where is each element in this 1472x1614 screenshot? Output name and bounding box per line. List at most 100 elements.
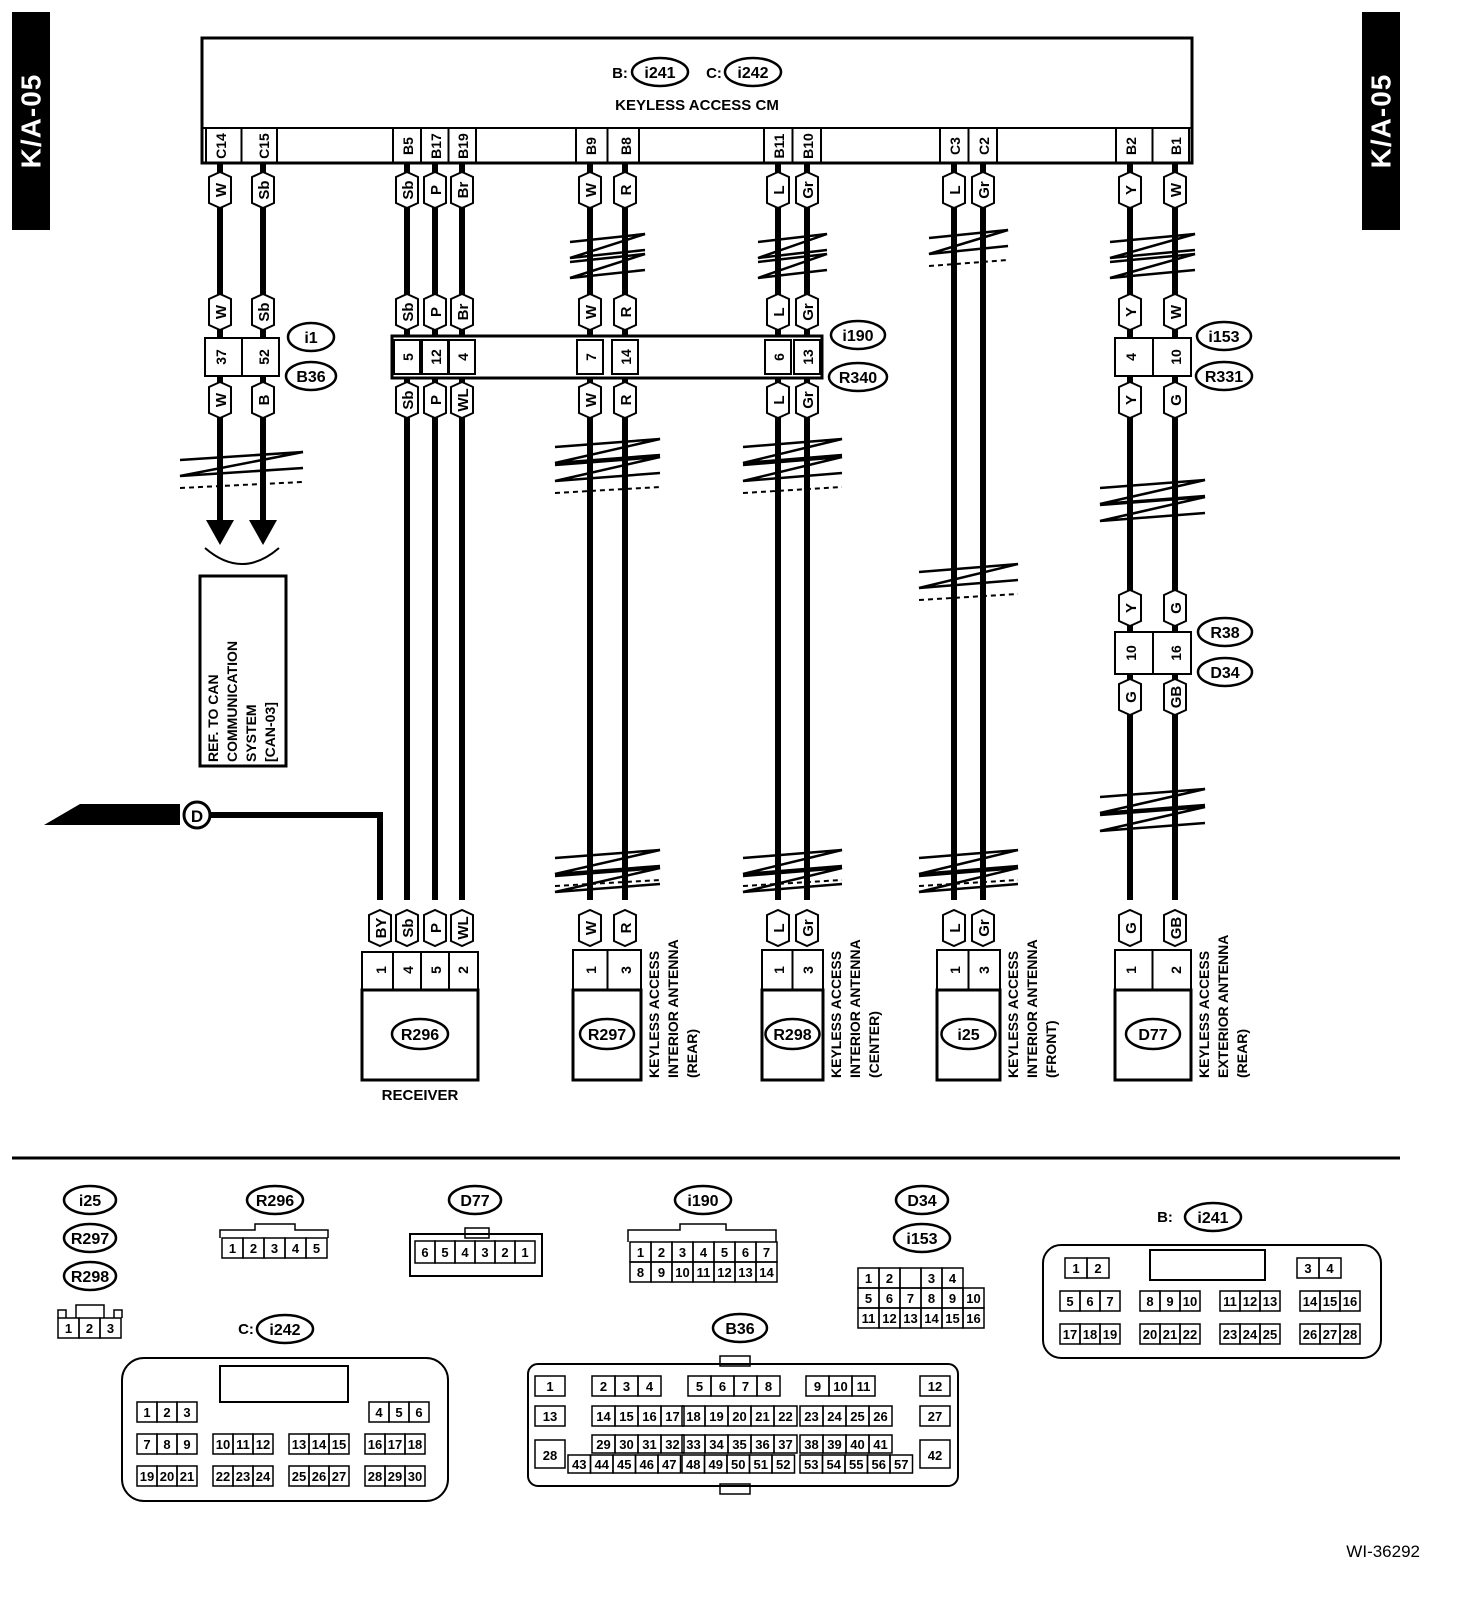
joint-pin-52: 52 [256, 349, 272, 365]
face-D34-r2-pin-5: 5 [865, 1291, 872, 1306]
mid-bot-pill-C14-text: W [213, 392, 230, 407]
joint-label-D34-label: D34 [1210, 665, 1239, 682]
face-i190-r2-cell [755, 1261, 778, 1283]
joint-label-R331 [1194, 360, 1254, 392]
face-i241-r2-pin-5: 5 [1066, 1294, 1073, 1309]
face-small3-pin-1: 1 [65, 1321, 72, 1336]
face-i242-r2-pin-10: 10 [216, 1437, 230, 1452]
cm-conn-c-prefix: C: [706, 65, 722, 82]
face-i241-r2-pin-7: 7 [1106, 1294, 1113, 1309]
face-i242-r3-pin-20: 20 [160, 1469, 174, 1484]
face-i241-r1b-pin-4: 4 [1326, 1261, 1334, 1276]
face-i242-r3-cell [404, 1465, 426, 1487]
mid-top-pill-B11 [766, 292, 790, 332]
face-label-R298-label: R298 [71, 1269, 109, 1286]
face-i242-r3-pin-21: 21 [180, 1469, 194, 1484]
top-pill-C15 [251, 170, 275, 210]
face-i242-r3-pin-26: 26 [312, 1469, 326, 1484]
face-small3-lock [57, 1304, 123, 1318]
face-B36-r1-cell [851, 1375, 876, 1397]
joint-label-D34 [1196, 656, 1254, 688]
face-i241-r2-cell [1339, 1290, 1361, 1312]
cm-conn-c-label: i242 [737, 65, 768, 82]
mid-bot-pill-B5-text: Sb [400, 390, 417, 409]
face-B36-r3b-pin-45: 45 [617, 1457, 631, 1472]
ka03-letter: D [191, 807, 203, 826]
break-top-a-2 [1109, 232, 1196, 260]
joint-i190-cell-B17 [421, 339, 449, 375]
face-i190-r1-pin-7: 7 [763, 1245, 770, 1260]
face-i242-latch [219, 1365, 349, 1403]
face-i241-r2-pin-14: 14 [1303, 1294, 1318, 1309]
face-i241-r1b-pin-3: 3 [1304, 1261, 1311, 1276]
face-B36-r3a-cell [773, 1434, 798, 1454]
face-i242-r1b-pin-4: 4 [375, 1405, 383, 1420]
top-pill-B19 [450, 170, 474, 210]
face-B36-r3a-pin-30: 30 [619, 1437, 633, 1452]
cm-pin-B17: B17 [428, 133, 444, 159]
end-pill-C2 [971, 908, 995, 948]
mid-top-pill-B17-text: P [428, 307, 445, 317]
break-top-b-1 [757, 252, 828, 280]
face-D34-r3-pin-12: 12 [882, 1311, 896, 1326]
face-B36-r3b-pin-48: 48 [686, 1457, 700, 1472]
face-B36-r2-pin-14: 14 [596, 1409, 611, 1424]
face-D34-r2-pin-6: 6 [886, 1291, 893, 1306]
face-i242-r3-pin-24: 24 [256, 1469, 271, 1484]
face-B36-bot-lock [719, 1483, 751, 1495]
cm-pin-B11: B11 [771, 133, 787, 158]
joint-label-i1 [286, 321, 336, 353]
face-B36-r2-pin-27: 27 [928, 1409, 942, 1424]
cm-pin-C15: C15 [256, 133, 272, 159]
face-i241-prefix: B: [1157, 1209, 1173, 1226]
joint-i190-pin-14: 14 [618, 349, 634, 365]
face-i241-r2-cell [1259, 1290, 1281, 1312]
device-D77-name-2: (REAR) [1234, 1029, 1250, 1078]
face-D34-r3-pin-14: 14 [924, 1311, 939, 1326]
break-bot-a-1-dash [742, 879, 843, 887]
face-D34-r1-pin-3: 3 [928, 1271, 935, 1286]
face-label-R297-label: R297 [71, 1231, 109, 1248]
face-D34-r2-pin-9: 9 [949, 1291, 956, 1306]
joint-label-B36 [284, 360, 338, 392]
face-R296-pin-2: 2 [250, 1241, 257, 1256]
face-i242-r2-pin-14: 14 [312, 1437, 327, 1452]
face-i242-r3-pin-28: 28 [368, 1469, 382, 1484]
mid-top-pill-C14-text: W [213, 304, 230, 319]
face-B36-r1-pin-3: 3 [623, 1379, 630, 1394]
break-top-a-1 [757, 232, 828, 260]
face-B36-pin-28: 28 [543, 1448, 557, 1463]
R296-pin-2: 2 [455, 966, 471, 974]
lo-top-pill-B2-text: Y [1123, 603, 1140, 613]
face-i242-r2-pin-9: 9 [183, 1437, 190, 1452]
face-i241-r3-pin-28: 28 [1343, 1327, 1357, 1342]
face-i190-r1-pin-6: 6 [742, 1245, 749, 1260]
face-i242-prefix: C: [238, 1321, 254, 1338]
face-B36-r2-cell [773, 1405, 798, 1427]
top-pill-C3 [942, 170, 966, 210]
top-pill-B10 [795, 170, 819, 210]
cm-conn-b-label: i241 [644, 65, 675, 82]
mid-top-pill-B9-text: W [583, 304, 600, 319]
end-pill-B10-text: Gr [800, 919, 817, 937]
joint-label-R340-label: R340 [839, 370, 877, 387]
break-e-b [1099, 805, 1206, 833]
face-i242-r1a-pin-1: 1 [143, 1405, 150, 1420]
face-D77-lock [464, 1227, 490, 1239]
cm-pin-B5: B5 [400, 137, 416, 155]
face-B36-r2-pin-25: 25 [850, 1409, 864, 1424]
face-B36-r3b-pin-46: 46 [640, 1457, 654, 1472]
mid-top-pill-B2-text: Y [1123, 307, 1140, 317]
face-i190-r2-pin-14: 14 [759, 1265, 774, 1280]
face-label-i242-label: i242 [269, 1322, 300, 1339]
face-label-B36 [711, 1312, 769, 1344]
face-B36-r2-pin-26: 26 [873, 1409, 887, 1424]
top-pill-B2 [1118, 170, 1142, 210]
face-R296-pin-5: 5 [313, 1241, 320, 1256]
end-pill-B5-text: Sb [400, 918, 417, 937]
face-B36-r1-pin-11: 11 [857, 1379, 871, 1394]
mid-bot-pill-B19-text: WL [455, 388, 472, 411]
face-i241-r1a-pin-1: 1 [1072, 1261, 1079, 1276]
face-D34-r2-pin-10: 10 [966, 1291, 980, 1306]
face-D77-pin-5: 5 [441, 1245, 448, 1260]
